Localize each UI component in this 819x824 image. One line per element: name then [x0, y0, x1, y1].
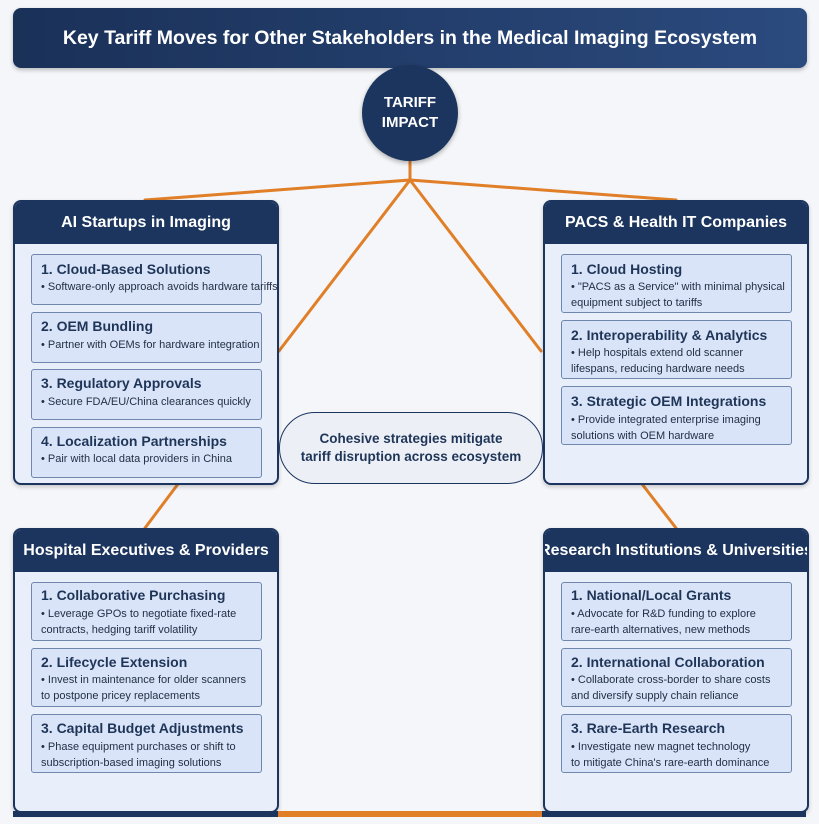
strategy-desc: and diversify supply chain reliance — [571, 690, 739, 702]
strategy-title: 3. Capital Budget Adjustments — [41, 720, 244, 736]
strategy-desc: contracts, hedging tariff volatility — [41, 624, 198, 636]
strategy-title: 3. Regulatory Approvals — [41, 375, 202, 391]
strategy-title: 2. OEM Bundling — [41, 318, 153, 334]
strategy-desc: • Secure FDA/EU/China clearances quickly — [41, 396, 251, 408]
strategy-desc: subscription-based imaging solutions — [41, 757, 222, 769]
connector-pacs-to-research — [640, 482, 678, 530]
panel-heading: AI Startups in Imaging — [15, 202, 277, 244]
center-summary-line-1: Cohesive strategies mitigate — [319, 431, 503, 446]
strategy-title: 1. Cloud-Based Solutions — [41, 261, 211, 277]
connector-hub-to-ai-side — [277, 178, 412, 353]
strategy-desc: • Pair with local data providers in Chin… — [41, 453, 232, 465]
strategy-card — [561, 320, 792, 379]
strategy-card — [31, 648, 262, 707]
strategy-card — [31, 427, 262, 478]
strategy-title: 1. Collaborative Purchasing — [41, 587, 226, 603]
strategy-desc: to postpone pricey replacements — [41, 690, 200, 702]
connector-hub-to-pacs-side — [408, 178, 543, 353]
strategy-title: 4. Localization Partnerships — [41, 433, 227, 449]
bottom-bar-center — [278, 811, 542, 817]
panel-hospital-executives: Hospital Executives & Providers 1. Colla… — [13, 528, 279, 813]
strategy-desc: • Software-only approach avoids hardware… — [41, 281, 278, 293]
strategy-title: 3. Rare-Earth Research — [571, 720, 726, 736]
strategy-title: 2. Lifecycle Extension — [41, 654, 188, 670]
panel-research-institutions: Research Institutions & Universities 1. … — [543, 528, 809, 813]
strategy-desc: • Collaborate cross-border to share cost… — [571, 674, 771, 686]
strategy-card — [31, 254, 262, 305]
panel-pacs-health-it: PACS & Health IT Companies 1. Cloud Host… — [543, 200, 809, 485]
strategy-desc: • Leverage GPOs to negotiate fixed-rate — [41, 608, 237, 620]
bottom-bar-right — [542, 811, 806, 817]
strategy-desc: • Partner with OEMs for hardware integra… — [41, 339, 260, 351]
panel-heading: Research Institutions & Universities — [545, 530, 807, 572]
strategy-title: 2. Interoperability & Analytics — [571, 327, 768, 343]
strategy-desc: • Advocate for R&D funding to explore — [571, 608, 756, 620]
strategy-card — [31, 312, 262, 363]
strategy-title: 2. International Collaboration — [571, 654, 765, 670]
hub-line-2: IMPACT — [381, 114, 439, 131]
center-summary-oval: Cohesive strategies mitigate tariff disr… — [279, 412, 543, 484]
connector-ai-to-hospital — [143, 482, 180, 530]
title-bar: Key Tariff Moves for Other Stakeholders … — [13, 8, 807, 68]
strategy-card — [31, 714, 262, 773]
center-summary-line-2: tariff disruption across ecosystem — [300, 449, 522, 464]
panel-heading: PACS & Health IT Companies — [545, 202, 807, 244]
strategy-desc: • Phase equipment purchases or shift to — [41, 741, 236, 753]
strategy-desc: equipment subject to tariffs — [571, 297, 703, 309]
strategy-desc: • "PACS as a Service" with minimal physi… — [571, 281, 785, 293]
strategy-desc: • Invest in maintenance for older scanne… — [41, 674, 247, 686]
strategy-card — [561, 386, 792, 445]
strategy-title: 3. Strategic OEM Integrations — [571, 393, 767, 409]
strategy-card — [561, 714, 792, 773]
strategy-desc: solutions with OEM hardware — [571, 430, 715, 442]
strategy-card — [31, 369, 262, 420]
tariff-impact-hub: TARIFF IMPACT — [362, 65, 458, 161]
strategy-desc: rare-earth alternatives, new methods — [571, 624, 751, 636]
strategy-card — [31, 582, 262, 641]
panel-ai-startups: AI Startups in Imaging 1. Cloud-Based So… — [13, 200, 279, 485]
bottom-bar-left — [13, 811, 278, 817]
panel-heading: Hospital Executives & Providers — [15, 530, 277, 572]
strategy-desc: • Investigate new magnet technology — [571, 741, 751, 753]
strategy-title: 1. Cloud Hosting — [571, 261, 683, 277]
strategy-desc: to mitigate China's rare-earth dominance — [571, 757, 770, 769]
connector-hub-to-pacs — [408, 178, 678, 202]
strategy-card — [561, 582, 792, 641]
page-title: Key Tariff Moves for Other Stakeholders … — [62, 26, 758, 49]
hub-line-1: TARIFF — [383, 94, 437, 111]
connector-hub-to-ai — [143, 178, 412, 202]
strategy-title: 1. National/Local Grants — [571, 587, 732, 603]
strategy-desc: lifespans, reducing hardware needs — [571, 363, 745, 375]
strategy-desc: • Provide integrated enterprise imaging — [571, 414, 761, 426]
strategy-card — [561, 254, 792, 313]
strategy-desc: • Help hospitals extend old scanner — [571, 347, 744, 359]
strategy-card — [561, 648, 792, 707]
